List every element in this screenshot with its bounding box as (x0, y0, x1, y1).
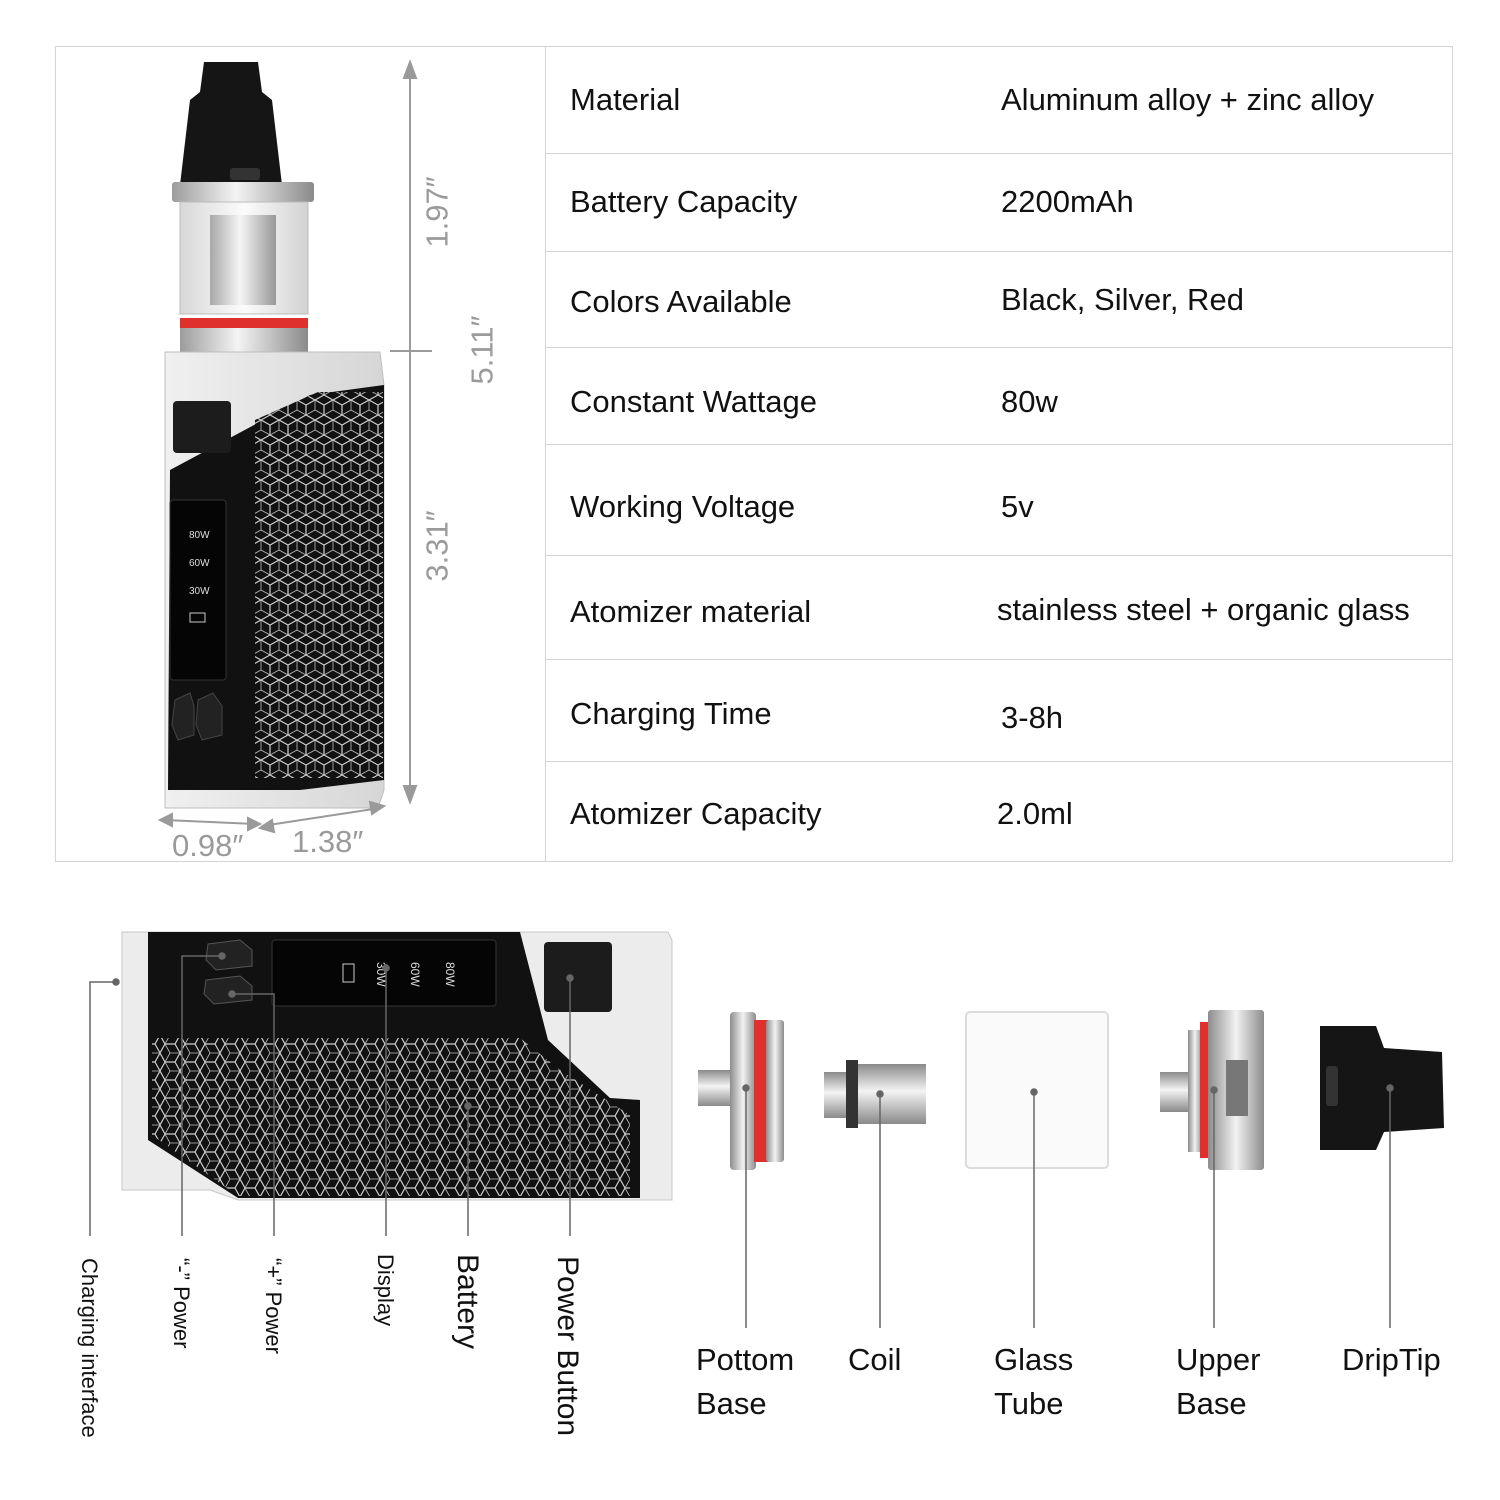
label-battery: Battery (451, 1254, 484, 1350)
spec-row-constant-wattage: Constant Wattage 80w (546, 348, 1453, 445)
mod-body-horizontal (121, 931, 673, 1201)
spec-row-atomizer-material: Atomizer material stainless steel + orga… (546, 556, 1453, 660)
spec-row-battery-capacity: Battery Capacity 2200mAh (546, 154, 1453, 252)
screen-level-60w: 60W (189, 558, 210, 569)
spec-label: Constant Wattage (570, 384, 817, 419)
spec-value: Aluminum alloy + zinc alloy (1001, 82, 1375, 117)
red-seal-ring (180, 318, 308, 328)
spec-panel-divider (545, 46, 546, 862)
spec-row-charging-time: Charging Time 3-8h (546, 660, 1453, 762)
spec-row-working-voltage: Working Voltage 5v (546, 445, 1453, 556)
screen-level-80w-h: 80W (443, 962, 457, 987)
screen-level-60w-h: 60W (408, 962, 422, 987)
dim-width: 1.38″ (292, 824, 364, 859)
part-label-drip-tip: DripTip (1342, 1342, 1441, 1377)
spec-row-material: Material Aluminum alloy + zinc alloy (546, 46, 1453, 154)
dimension-lines (157, 59, 432, 834)
spec-row-atomizer-capacity: Atomizer Capacity 2.0ml (546, 762, 1453, 862)
drip-tip-part (1320, 1026, 1444, 1150)
label-power-button: Power Button (551, 1256, 584, 1437)
coil-inside-tank (210, 215, 276, 305)
coil-part (824, 1060, 926, 1128)
label-plus-power: “+” Power (261, 1258, 286, 1354)
spec-value: 2.0ml (997, 796, 1073, 831)
battery-indicator-icon (189, 612, 206, 623)
spec-label: Working Voltage (570, 489, 796, 524)
screen-level-80w: 80W (189, 530, 210, 541)
spec-row-colors: Colors Available Black, Silver, Red (546, 252, 1453, 348)
spec-value: 5v (1001, 489, 1034, 524)
spec-value: 80w (1001, 384, 1058, 419)
drip-tip-shape (180, 62, 282, 185)
spec-label: Colors Available (570, 284, 792, 319)
mod-body-vertical (164, 351, 385, 809)
spec-label: Atomizer material (570, 594, 812, 629)
spec-label: Battery Capacity (570, 184, 798, 219)
spec-value: 3-8h (1001, 700, 1064, 735)
label-display: Display (373, 1254, 398, 1327)
spec-value: stainless steel + organic glass (997, 592, 1410, 627)
upper-base-part (1160, 1010, 1264, 1170)
callout-leaders (89, 952, 1394, 1328)
pottom-base-part (698, 1012, 784, 1170)
spec-value: Black, Silver, Red (1001, 282, 1244, 317)
dim-depth: 0.98″ (172, 828, 244, 863)
tank-top-ring (172, 182, 314, 202)
spec-label: Atomizer Capacity (570, 796, 822, 831)
label-minus-power: “-” Power (169, 1258, 194, 1349)
part-label-coil: Coil (848, 1342, 902, 1377)
battery-indicator-icon-h (342, 963, 355, 983)
spec-value: 2200mAh (1001, 184, 1134, 219)
spec-label: Material (570, 82, 681, 117)
label-charging-interface: Charging interface (77, 1258, 102, 1438)
tank-base-ring (180, 328, 308, 352)
screen-level-30w: 30W (189, 586, 210, 597)
spec-panel-frame (55, 46, 1453, 862)
spec-label: Charging Time (570, 696, 772, 731)
